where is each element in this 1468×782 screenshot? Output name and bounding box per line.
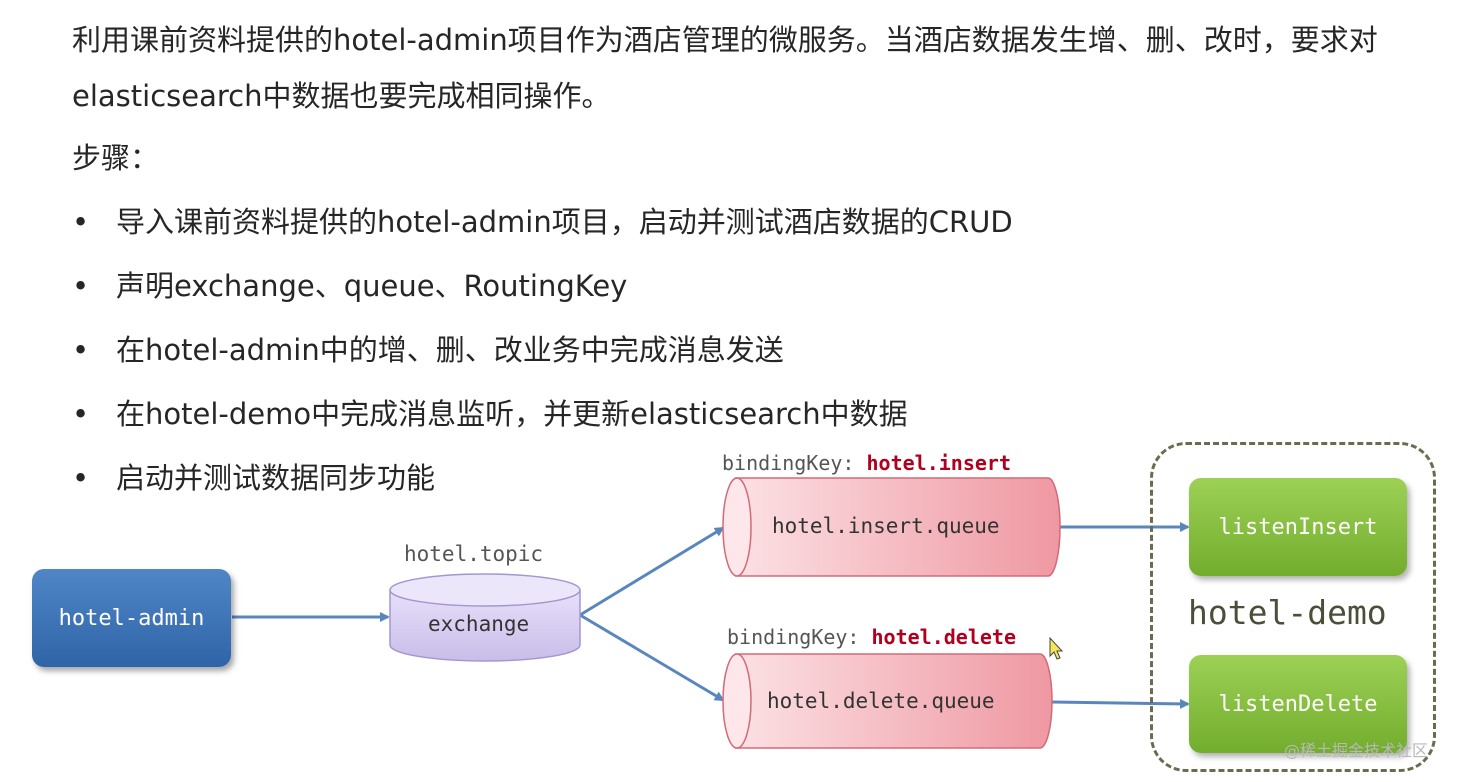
mouse-cursor-icon (1049, 636, 1064, 660)
step-text: 在hotel-demo中完成消息监听，并更新elasticsearch中数据 (116, 397, 908, 431)
bullet: • (72, 205, 90, 239)
exchange-label: exchange (428, 612, 530, 636)
binding-key-value: hotel.insert (866, 451, 1012, 475)
watermark: @稀土掘金技术社区 (1284, 741, 1429, 760)
hotel-demo-group (1150, 442, 1436, 772)
binding-key-prefix: bindingKey: (722, 451, 867, 475)
arrow-delete-queue-to-listener (1051, 698, 1190, 709)
steps-heading: 步骤： (72, 141, 160, 175)
bullet: • (72, 333, 90, 367)
step-text: 声明exchange、queue、RoutingKey (116, 269, 628, 303)
step-text: 导入课前资料提供的hotel-admin项目，启动并测试酒店数据的CRUD (116, 205, 1013, 239)
delete-queue-label: hotel.delete.queue (767, 689, 995, 713)
bullet: • (72, 269, 90, 303)
arrow-exchange-to-insert-queue (579, 526, 725, 617)
exchange-name: hotel.topic (404, 542, 544, 566)
arrow-exchange-to-delete-queue (579, 613, 725, 702)
intro-line-2: elasticsearch中数据也要完成相同操作。 (72, 79, 611, 113)
step-text: 启动并测试数据同步功能 (116, 461, 436, 495)
insert-queue-label: hotel.insert.queue (772, 514, 1000, 538)
exchange-cylinder (389, 573, 581, 662)
delete-binding-key: bindingKey: hotel.delete (727, 625, 1016, 649)
delete-queue-cylinder (722, 653, 1053, 749)
listen-delete-node: listenDelete (1189, 655, 1407, 753)
binding-key-prefix: bindingKey: (727, 625, 872, 649)
bullet: • (72, 397, 90, 431)
intro-line-1: 利用课前资料提供的hotel-admin项目作为酒店管理的微服务。当酒店数据发生… (72, 23, 1378, 57)
bullet: • (72, 461, 90, 495)
step-text: 在hotel-admin中的增、删、改业务中完成消息发送 (116, 333, 784, 367)
hotel-admin-node: hotel-admin (32, 569, 231, 667)
insert-binding-key: bindingKey: hotel.insert (722, 451, 1011, 475)
hotel-demo-label: hotel-demo (1188, 593, 1387, 632)
insert-queue-cylinder (722, 477, 1061, 577)
binding-key-value: hotel.delete (871, 625, 1017, 649)
listen-insert-node: listenInsert (1189, 478, 1407, 576)
